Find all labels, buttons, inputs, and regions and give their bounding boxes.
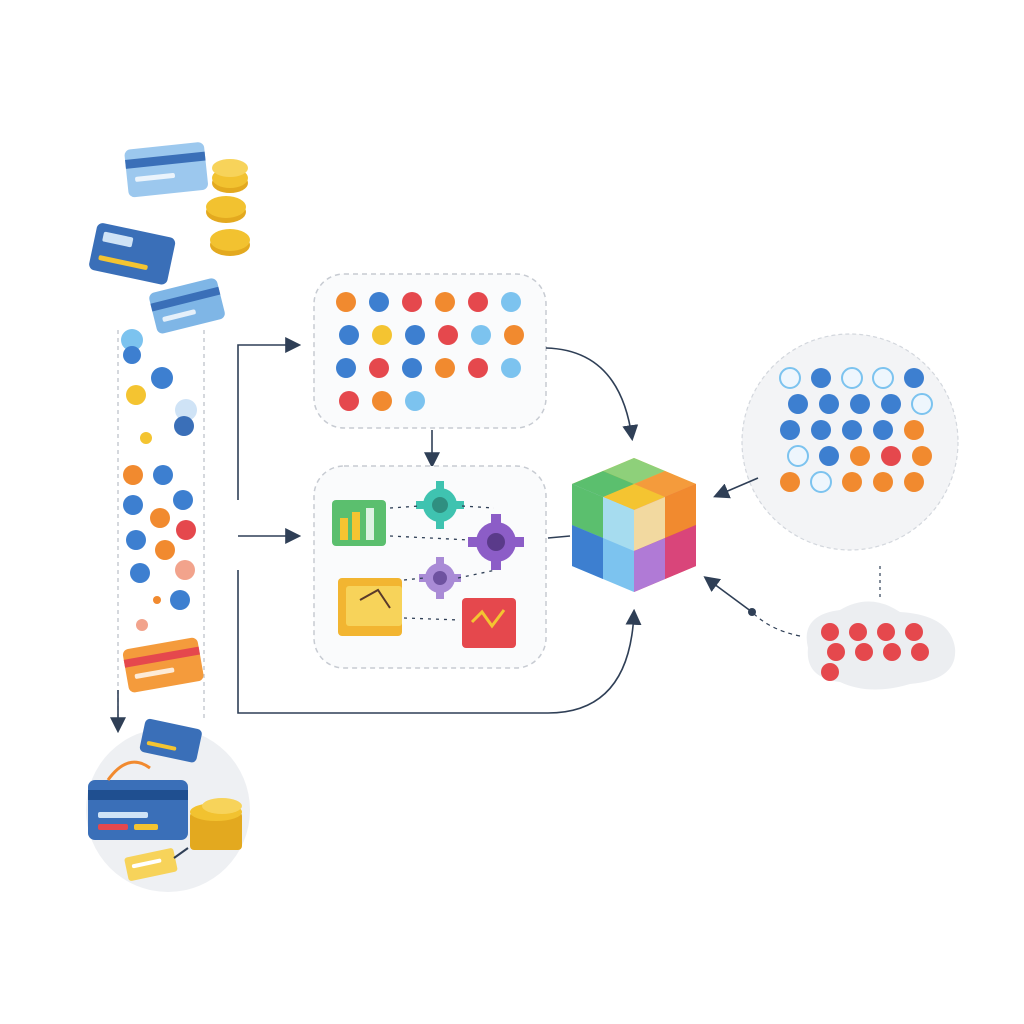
red-to-cube-arrow (703, 576, 753, 613)
data-node (873, 420, 893, 440)
data-node (850, 446, 870, 466)
data-node (841, 367, 863, 389)
right-data-cluster (741, 333, 959, 551)
data-node (435, 358, 455, 378)
data-node (780, 420, 800, 440)
coin-stack-icon (206, 159, 250, 256)
data-node (339, 325, 359, 345)
destination-circle (86, 718, 250, 892)
data-node (881, 446, 901, 466)
processing-box (313, 465, 547, 669)
data-node (819, 394, 839, 414)
ticket-icon (124, 848, 178, 881)
cluster-to-cube-arrow (713, 477, 759, 499)
data-node (872, 367, 894, 389)
credit-card-icon (124, 142, 208, 198)
data-node (402, 358, 422, 378)
data-node (904, 420, 924, 440)
data-node (881, 394, 901, 414)
data-node (372, 325, 392, 345)
data-cluster-box (313, 273, 547, 429)
data-node (850, 394, 870, 414)
data-node (810, 471, 832, 493)
data-node (402, 292, 422, 312)
cluster-to-cube-arrow (545, 347, 639, 442)
data-node (405, 391, 425, 411)
data-node (883, 643, 901, 661)
credit-card-icon (149, 278, 225, 334)
red-cluster-link (751, 611, 801, 637)
data-node (877, 623, 895, 641)
data-node (501, 292, 521, 312)
central-data-cube (572, 458, 696, 592)
data-node (842, 420, 862, 440)
process-connectors (389, 505, 497, 621)
data-cluster-nodes (336, 292, 524, 411)
source-column (89, 142, 250, 734)
data-node (904, 368, 924, 388)
data-node (819, 446, 839, 466)
data-node (435, 292, 455, 312)
data-node (369, 358, 389, 378)
process-to-cube-line (547, 535, 571, 539)
data-node (405, 325, 425, 345)
data-node (438, 325, 458, 345)
data-node (905, 623, 923, 641)
red-cluster-nodes (821, 623, 929, 681)
input-connectors (237, 337, 642, 714)
bar-chart-icon (332, 500, 386, 546)
folder-icon (338, 578, 402, 636)
document-icon (462, 598, 516, 648)
source-dot-cluster (123, 465, 196, 631)
data-node (336, 292, 356, 312)
data-node (811, 420, 831, 440)
data-node (501, 358, 521, 378)
data-node (339, 391, 359, 411)
data-node (780, 472, 800, 492)
data-node (787, 445, 809, 467)
data-node (369, 292, 389, 312)
data-node (821, 663, 839, 681)
credit-card-icon (88, 760, 188, 840)
data-node (855, 643, 873, 661)
gear-icon (416, 481, 464, 529)
data-node (849, 623, 867, 641)
data-node (779, 367, 801, 389)
data-node (471, 325, 491, 345)
data-node (372, 391, 392, 411)
data-node (788, 394, 808, 414)
data-node (827, 643, 845, 661)
data-node (912, 446, 932, 466)
data-node (873, 472, 893, 492)
gear-icon (419, 557, 461, 599)
data-node (336, 358, 356, 378)
data-node (904, 472, 924, 492)
data-node (811, 368, 831, 388)
coin-stack-icon (190, 798, 242, 850)
data-node (504, 325, 524, 345)
data-node (911, 643, 929, 661)
credit-card-icon (122, 637, 204, 693)
data-node (821, 623, 839, 641)
junction-dot (748, 608, 756, 616)
credit-card-icon (89, 223, 176, 285)
data-node (911, 393, 933, 415)
credit-card-icon (139, 718, 202, 763)
token-icons (121, 329, 197, 444)
red-data-cluster (806, 601, 956, 690)
data-node (842, 472, 862, 492)
data-node (468, 358, 488, 378)
data-node (468, 292, 488, 312)
right-cluster-nodes (779, 367, 933, 493)
gear-icon (468, 514, 524, 570)
